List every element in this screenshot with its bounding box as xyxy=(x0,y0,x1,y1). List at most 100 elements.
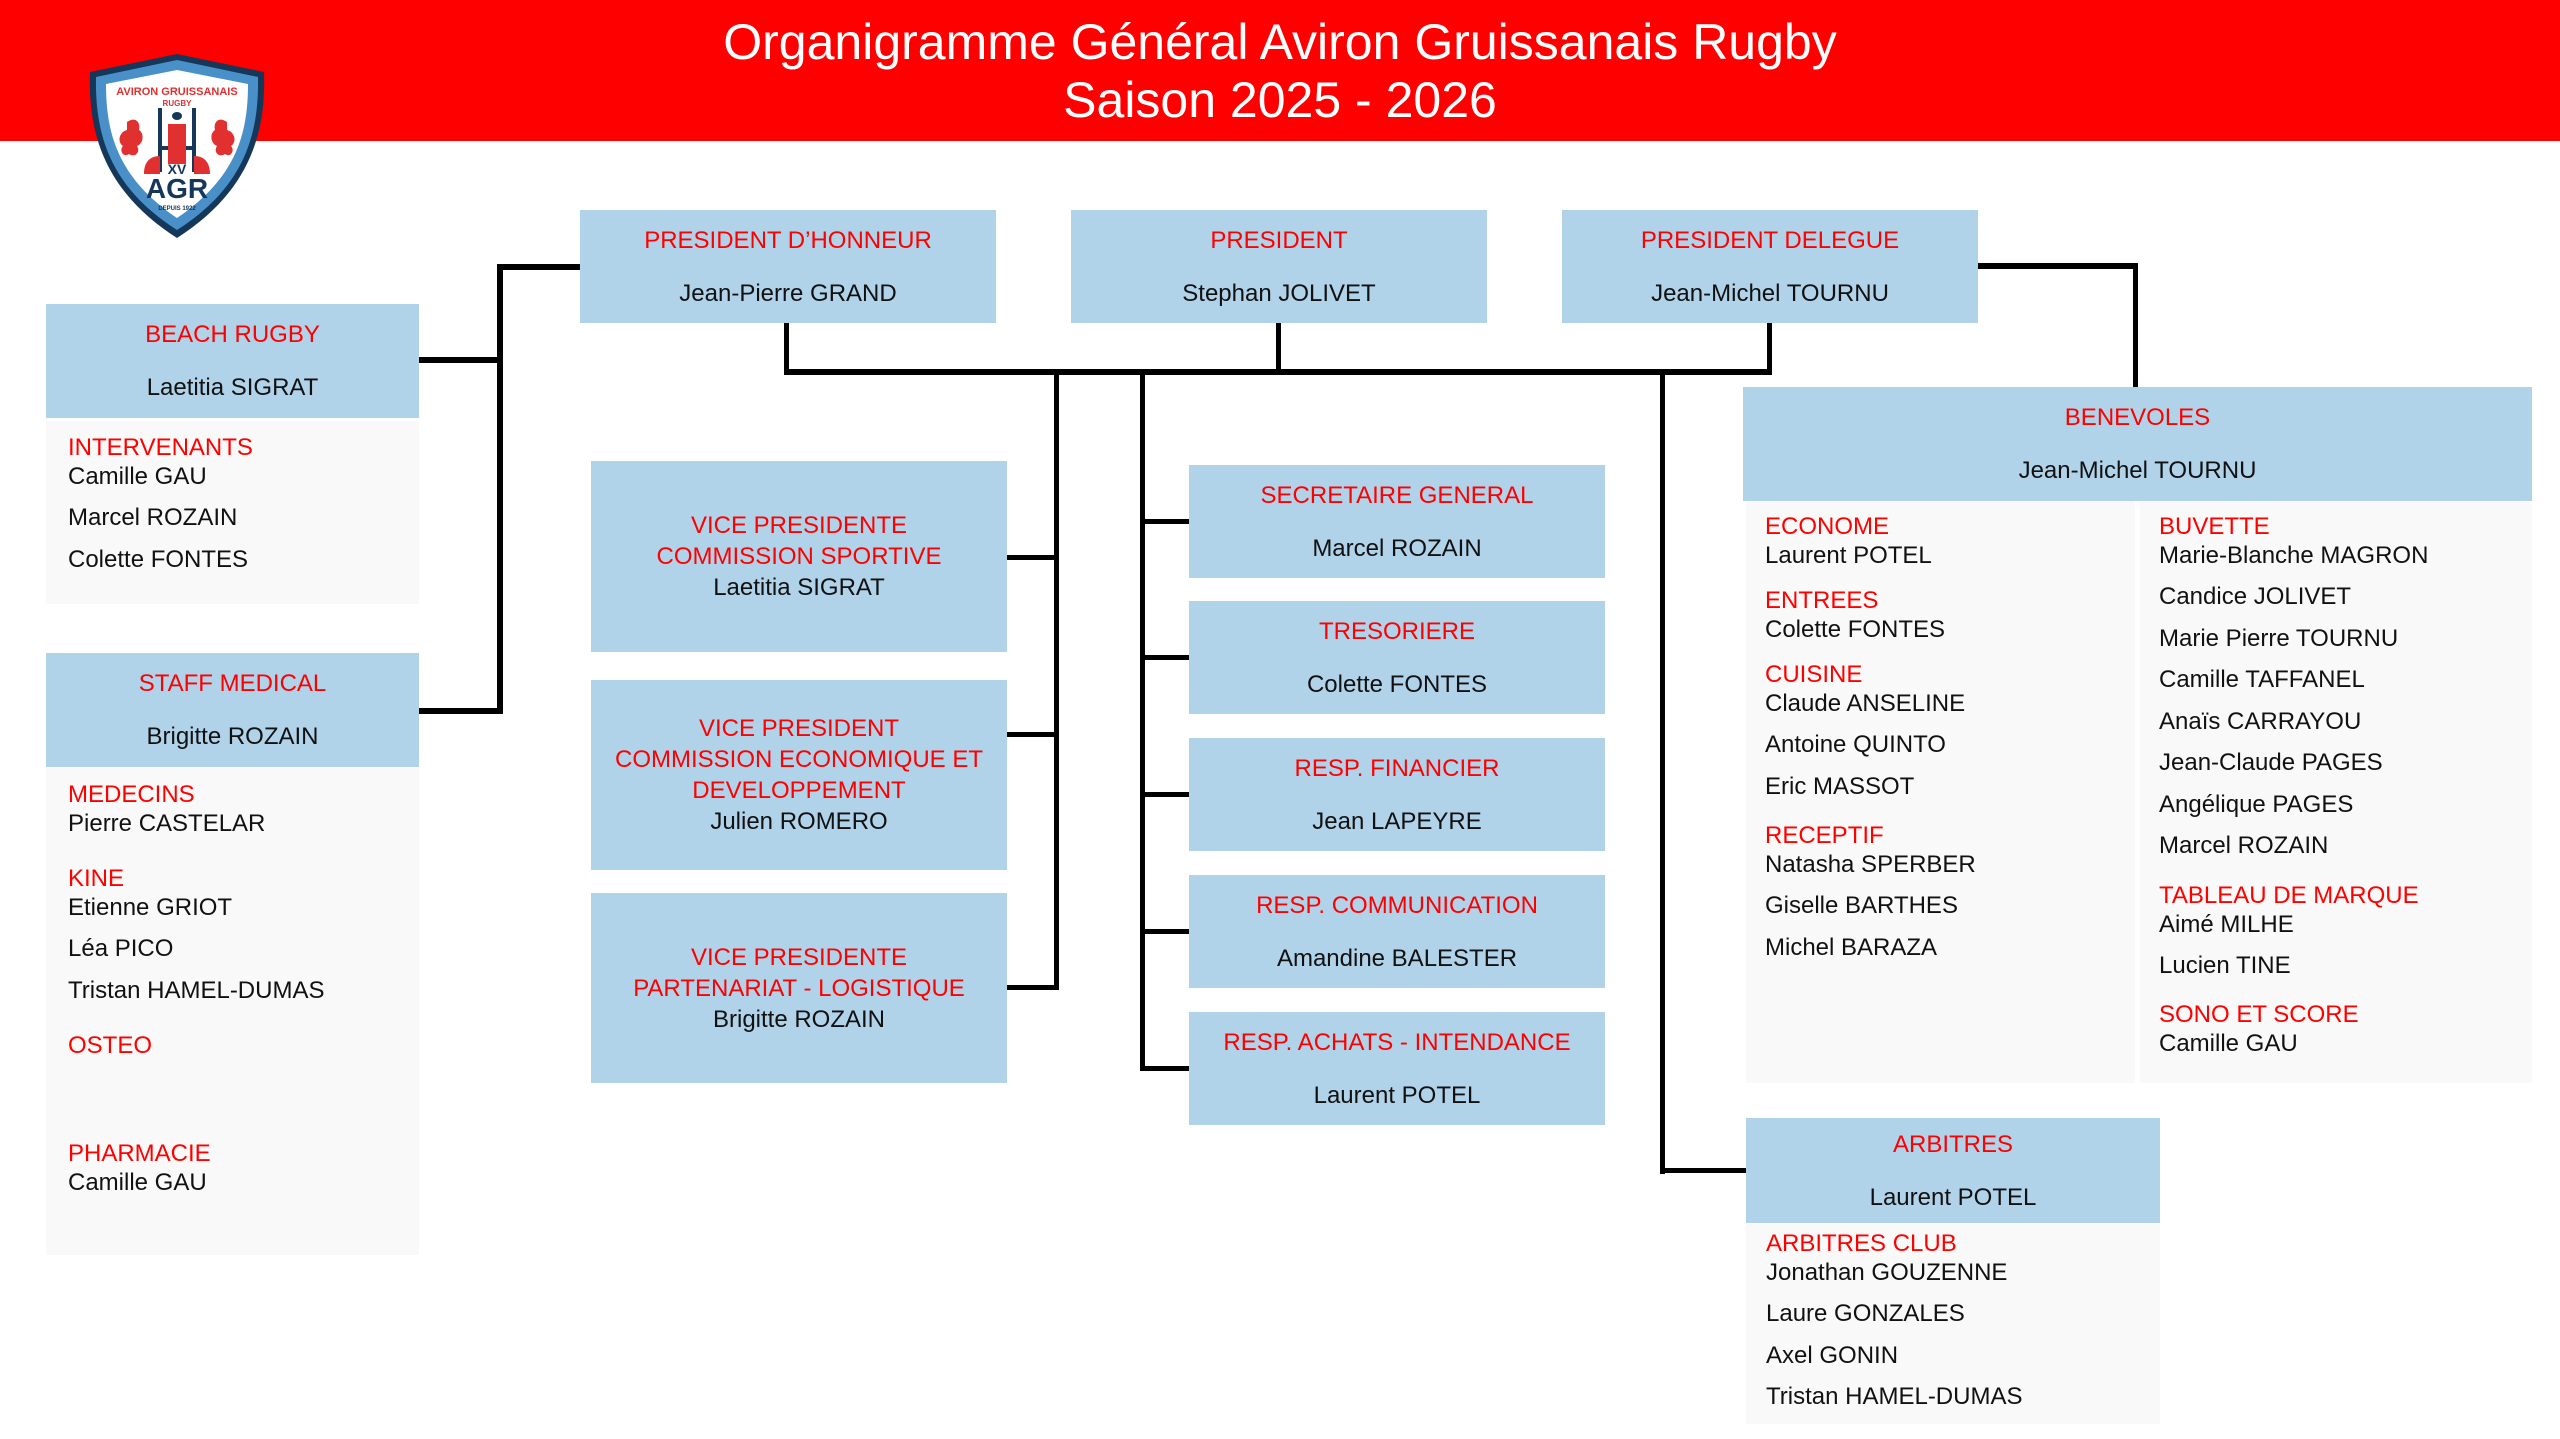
person-name: Jean-Michel TOURNU xyxy=(1651,279,1889,307)
connector-line xyxy=(497,264,503,714)
group-buvette: BUVETTE Marie-Blanche MAGRON Candice JOL… xyxy=(2159,512,2532,867)
person-name: Julien ROMERO xyxy=(710,808,888,835)
member-name: Candice JOLIVET xyxy=(2159,583,2352,610)
group-title: ENTREES xyxy=(1765,587,1879,614)
group-title: TABLEAU DE MARQUE xyxy=(2159,881,2419,909)
connector-line xyxy=(1007,985,1057,990)
benevoles-panel-left: ECONOME Laurent POTEL ENTREES Colette FO… xyxy=(1746,502,2135,1083)
group-econome: ECONOME Laurent POTEL xyxy=(1765,512,2135,570)
role-title: SECRETAIRE GENERAL xyxy=(1260,481,1534,509)
member-name: Tristan HAMEL-DUMAS xyxy=(68,976,325,1004)
person-name: Jean LAPEYRE xyxy=(1312,807,1482,835)
president-box: PRESIDENT Stephan JOLIVET xyxy=(1071,210,1487,323)
role-title: BEACH RUGBY xyxy=(145,321,320,348)
president-delegue-box: PRESIDENT DELEGUE Jean-Michel TOURNU xyxy=(1562,210,1978,323)
role-title: PRESIDENT xyxy=(1210,226,1348,254)
person-name: Stephan JOLIVET xyxy=(1182,279,1376,307)
role-title: RESP. ACHATS - INTENDANCE xyxy=(1223,1028,1571,1056)
group-arbitres-club: ARBITRES CLUB Jonathan GOUZENNE Laure GO… xyxy=(1766,1229,2160,1418)
role-title: ARBITRES xyxy=(1892,1130,2014,1158)
member-name: Angélique PAGES xyxy=(2159,790,2354,818)
member-name: Camille TAFFANEL xyxy=(2159,666,2365,693)
connector-line xyxy=(1276,323,1281,375)
group-cuisine: CUISINE Claude ANSELINE Antoine QUINTO E… xyxy=(1765,660,2135,807)
connector-line xyxy=(1140,519,1190,524)
member-name: Laurent POTEL xyxy=(1765,542,1932,569)
member-name: Camille GAU xyxy=(68,463,207,490)
benevoles-box: BENEVOLES Jean-Michel TOURNU xyxy=(1743,387,2532,501)
person-name: Laetitia SIGRAT xyxy=(146,374,319,401)
connector-line xyxy=(1140,372,1145,1070)
member-name: Aimé MILHE xyxy=(2159,910,2294,938)
role-title: RESP. FINANCIER xyxy=(1294,754,1500,782)
member-name: Antoine QUINTO xyxy=(1765,731,1946,758)
group-title: INTERVENANTS xyxy=(68,434,253,461)
connector-line xyxy=(1007,732,1057,737)
member-name: Giselle BARTHES xyxy=(1765,892,1958,919)
vice-president-box: VICE PRESIDENT COMMISSION ECONOMIQUE ET … xyxy=(591,680,1007,870)
group-pharmacie: PHARMACIE Camille GAU xyxy=(68,1139,419,1197)
group-title: CUISINE xyxy=(1765,661,1863,688)
officer-box: TRESORIERE Colette FONTES xyxy=(1189,601,1605,714)
connector-line xyxy=(1978,263,2138,269)
group-medecins: MEDECINS Pierre CASTELAR xyxy=(68,780,419,838)
group-title: SONO ET SCORE xyxy=(2159,1001,2359,1028)
group-title: RECEPTIF xyxy=(1765,822,1884,849)
connector-line xyxy=(784,369,1772,375)
role-title: TRESORIERE xyxy=(1318,617,1476,645)
officer-box: RESP. ACHATS - INTENDANCE Laurent POTEL xyxy=(1189,1012,1605,1125)
person-name: Brigitte ROZAIN xyxy=(146,723,319,750)
logo-since: DEPUIS 1922 xyxy=(158,206,196,212)
header-banner: Organigramme Général Aviron Gruissanais … xyxy=(0,0,2560,141)
connector-line xyxy=(1660,372,1665,1174)
club-logo-icon: AVIRON GRUISSANAIS RUGBY XV AGR DEPUIS 1… xyxy=(89,54,265,238)
member-name: Anaïs CARRAYOU xyxy=(2159,707,2362,735)
role-title: VICE PRESIDENTE xyxy=(690,943,908,971)
president-honneur-box: PRESIDENT D’HONNEUR Jean-Pierre GRAND xyxy=(580,210,996,323)
group-intervenants: INTERVENANTS Camille GAU Marcel ROZAIN C… xyxy=(68,433,419,580)
member-name: Michel BARAZA xyxy=(1765,933,1938,961)
connector-line xyxy=(1054,372,1059,990)
member-name: Marie-Blanche MAGRON xyxy=(2159,542,2429,569)
member-name: Natasha SPERBER xyxy=(1765,851,1976,878)
connector-line xyxy=(497,264,581,270)
member-name: Axel GONIN xyxy=(1766,1341,1899,1369)
connector-line xyxy=(1140,1066,1190,1071)
member-name: Laure GONZALES xyxy=(1766,1300,1965,1327)
connector-line xyxy=(1140,929,1190,934)
group-osteo: OSTEO xyxy=(68,1031,419,1119)
member-name: Pierre CASTELAR xyxy=(68,810,266,837)
member-name: Eric MASSOT xyxy=(1765,772,1915,800)
role-title: RESP. COMMUNICATION xyxy=(1256,891,1538,919)
connector-line xyxy=(1007,555,1057,560)
group-receptif: RECEPTIF Natasha SPERBER Giselle BARTHES… xyxy=(1765,821,2135,968)
group-title: KINE xyxy=(68,865,125,892)
group-title: ECONOME xyxy=(1765,513,1890,540)
page-title: Organigramme Général Aviron Gruissanais … xyxy=(723,14,1837,70)
group-title: MEDECINS xyxy=(68,781,195,808)
arbitres-panel: ARBITRES CLUB Jonathan GOUZENNE Laure GO… xyxy=(1746,1224,2160,1424)
connector-line xyxy=(1660,1168,1747,1173)
group-kine: KINE Etienne GRIOT Léa PICO Tristan HAME… xyxy=(68,864,419,1011)
member-name: Camille GAU xyxy=(2159,1030,2298,1057)
person-name: Colette FONTES xyxy=(1306,670,1488,698)
group-tableau-de-marque: TABLEAU DE MARQUE Aimé MILHE Lucien TINE xyxy=(2159,881,2532,987)
group-entrees: ENTREES Colette FONTES xyxy=(1765,586,2135,644)
role-title: BENEVOLES xyxy=(2064,404,2211,431)
member-name: Léa PICO xyxy=(68,935,174,962)
logo-sub-text: RUGBY xyxy=(163,99,193,108)
role-title: PARTENARIAT - LOGISTIQUE xyxy=(633,974,965,1002)
beach-rugby-box: BEACH RUGBY Laetitia SIGRAT xyxy=(46,304,419,418)
officer-box: RESP. FINANCIER Jean LAPEYRE xyxy=(1189,738,1605,851)
staff-medical-box: STAFF MEDICAL Brigitte ROZAIN xyxy=(46,653,419,767)
connector-line xyxy=(784,323,789,375)
staff-medical-panel: MEDECINS Pierre CASTELAR KINE Etienne GR… xyxy=(46,768,419,1255)
member-name: Colette FONTES xyxy=(1765,616,1946,643)
role-title: DEVELOPPEMENT xyxy=(692,777,906,804)
beach-rugby-panel: INTERVENANTS Camille GAU Marcel ROZAIN C… xyxy=(46,421,419,604)
officer-box: RESP. COMMUNICATION Amandine BALESTER xyxy=(1189,875,1605,988)
arbitres-box: ARBITRES Laurent POTEL xyxy=(1746,1118,2160,1223)
group-title: OSTEO xyxy=(68,1032,153,1059)
member-name: Camille GAU xyxy=(68,1169,207,1196)
person-name: Amandine BALESTER xyxy=(1276,944,1518,972)
